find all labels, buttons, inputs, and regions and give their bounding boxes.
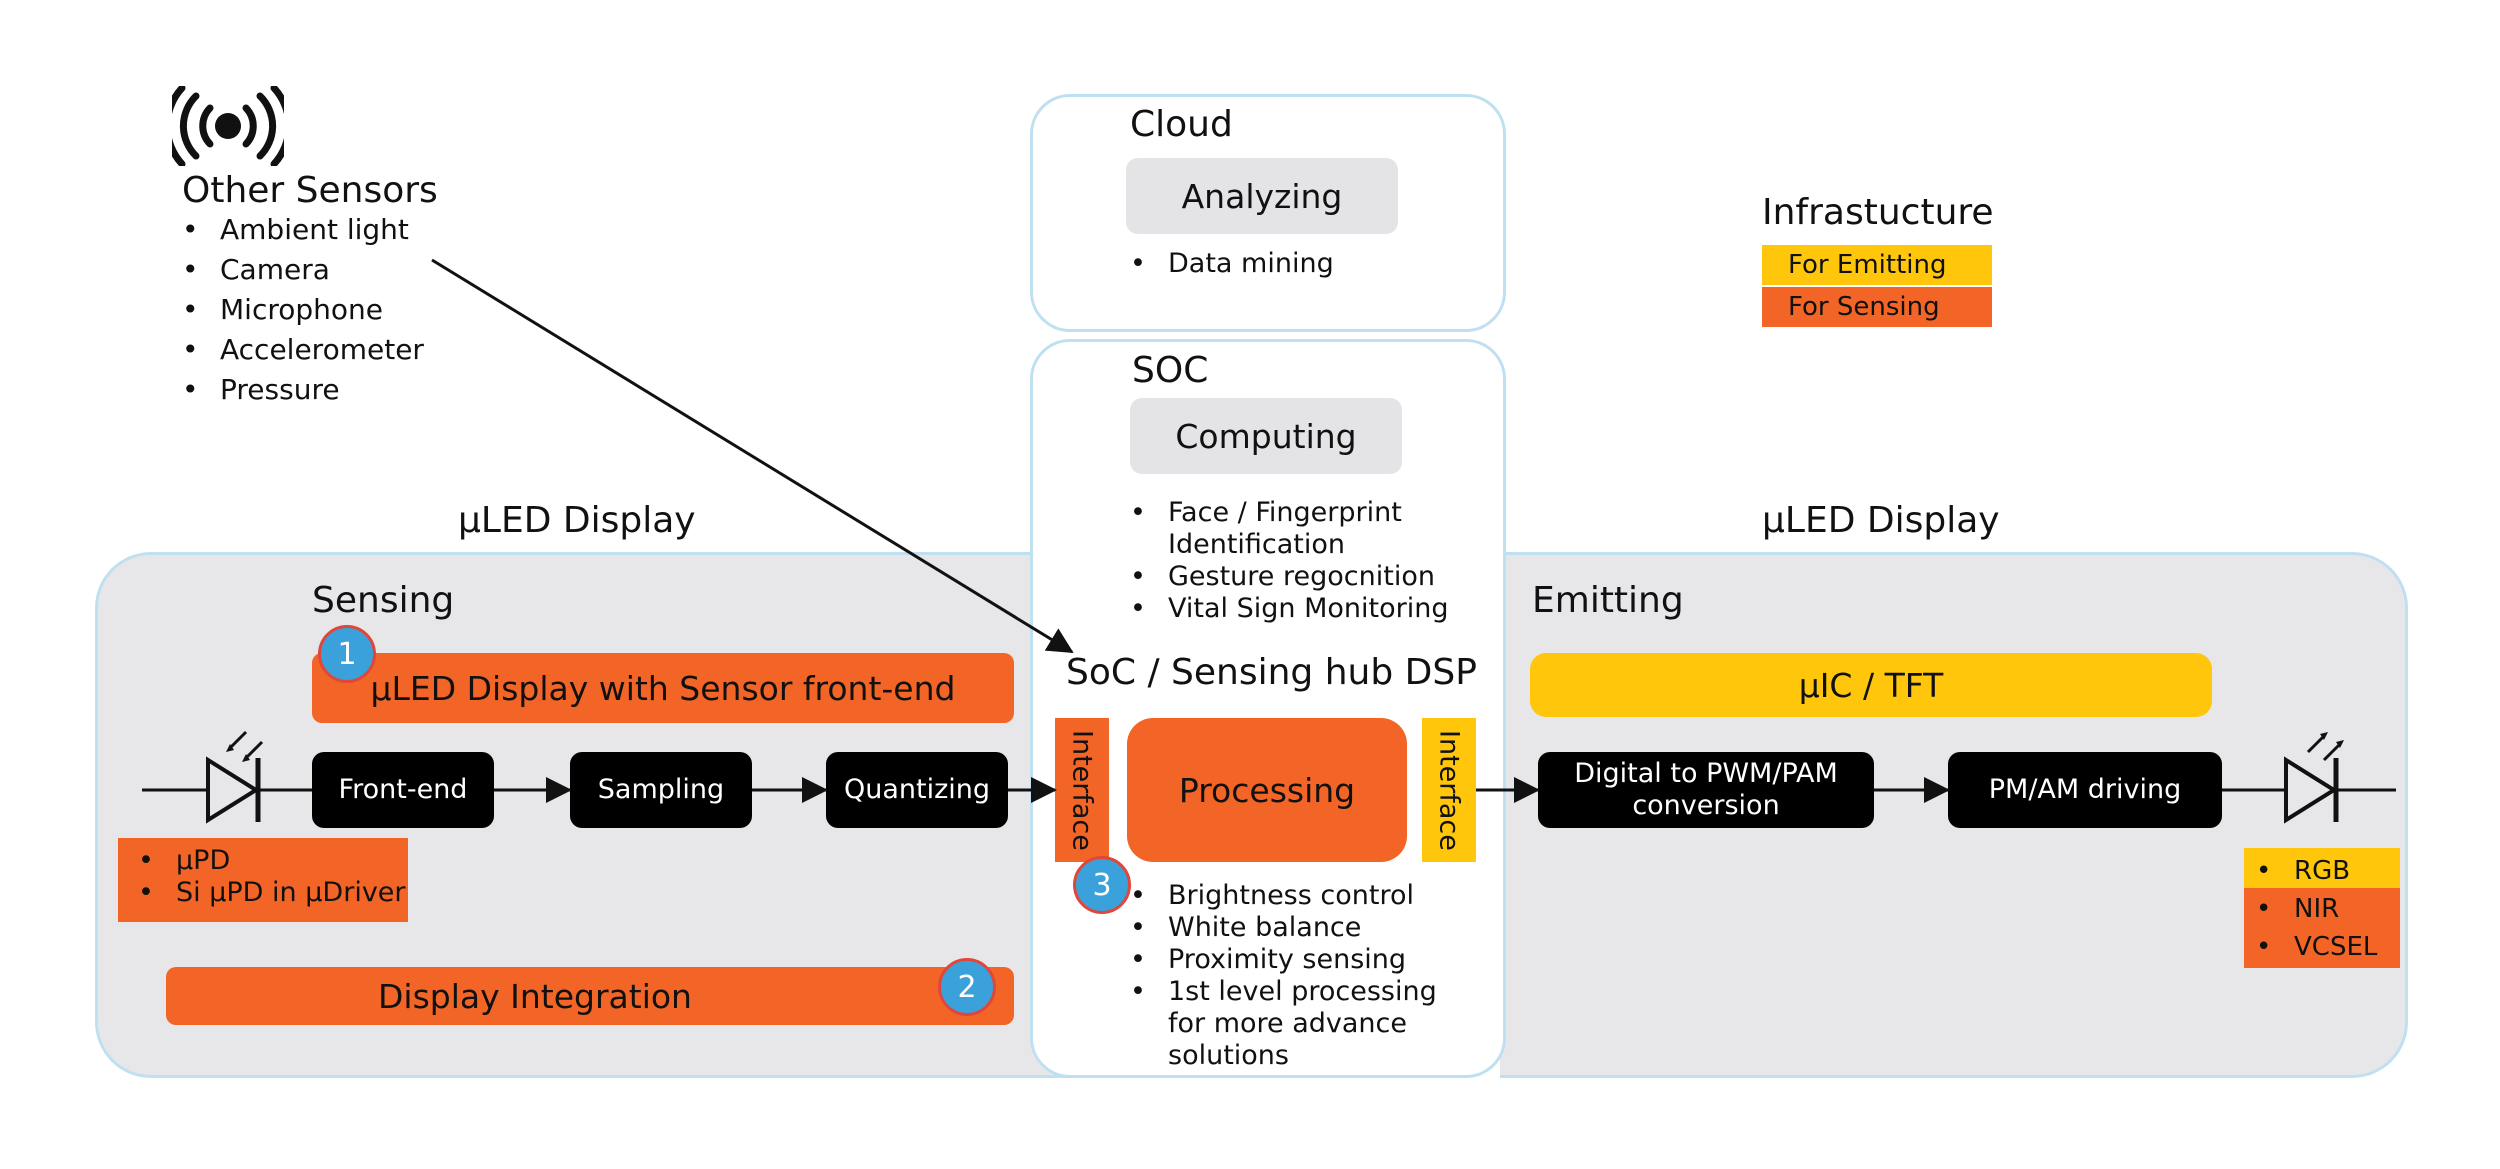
pd-list: µPD Si µPD in µDriver (138, 845, 406, 909)
left-display-title: µLED Display (458, 500, 696, 541)
photodiode-icon (196, 730, 276, 830)
processing-label: Processing (1178, 770, 1356, 810)
soc-item: Gesture regocnition (1130, 561, 1470, 593)
cloud-list: Data mining (1130, 248, 1334, 280)
sensor-front-end-bar: µLED Display with Sensor front-end (312, 653, 1014, 723)
interface-left-label: Interface (1066, 729, 1098, 851)
pd-item: Si µPD in µDriver (138, 877, 406, 909)
hub-item: Proximity sensing (1130, 944, 1460, 976)
sensing-title: Sensing (312, 580, 455, 621)
cloud-title: Cloud (1130, 104, 1233, 145)
emitter-item: RGB (2256, 852, 2377, 890)
legend-sensing-label: For Sensing (1788, 292, 1940, 322)
interface-left: Interface (1055, 718, 1109, 862)
pm-am-driving-block: PM/AM driving (1948, 752, 2222, 828)
analyzing-box: Analyzing (1126, 158, 1398, 234)
hub-list: Brightness control White balance Proximi… (1130, 880, 1460, 1072)
pwm-pam-conversion-block: Digital to PWM/PAM conversion (1538, 752, 1874, 828)
soc-list: Face / Fingerprint Identification Gestur… (1130, 497, 1470, 625)
badge-3: 3 (1073, 856, 1131, 914)
other-sensor-item: Camera (182, 250, 424, 290)
other-sensors-title: Other Sensors (182, 170, 438, 211)
driver-bar: µIC / TFT (1530, 653, 2212, 717)
processing-box: Processing (1127, 718, 1407, 862)
other-sensor-item: Pressure (182, 370, 424, 410)
interface-right: Interface (1422, 718, 1476, 862)
emitter-item: VCSEL (2256, 928, 2377, 966)
other-sensors-arrow (431, 258, 1074, 654)
other-sensor-item: Ambient light (182, 210, 424, 250)
soc-item: Vital Sign Monitoring (1130, 593, 1470, 625)
legend-emitting-label: For Emitting (1788, 250, 1947, 280)
quantizing-block: Quantizing (826, 752, 1008, 828)
sampling-block: Sampling (570, 752, 752, 828)
legend-title: Infrastucture (1762, 192, 1994, 233)
right-display-title: µLED Display (1762, 500, 2000, 541)
cloud-item: Data mining (1130, 248, 1334, 280)
soc-title: SOC (1132, 350, 1209, 391)
pd-item: µPD (138, 845, 406, 877)
emitting-title: Emitting (1532, 580, 1684, 621)
other-sensors-list: Ambient light Camera Microphone Accelero… (182, 210, 424, 410)
badge-2: 2 (938, 958, 996, 1016)
other-sensor-item: Microphone (182, 290, 424, 330)
soc-item: Face / Fingerprint Identification (1130, 497, 1428, 561)
computing-box: Computing (1130, 398, 1402, 474)
front-end-block: Front-end (312, 752, 494, 828)
hub-title: SoC / Sensing hub DSP (1066, 652, 1477, 693)
legend-emitting: For Emitting (1762, 245, 1992, 285)
emitter-list: RGB NIR VCSEL (2256, 852, 2377, 966)
other-sensor-item: Accelerometer (182, 330, 424, 370)
badge-1: 1 (318, 625, 376, 683)
legend-sensing: For Sensing (1762, 287, 1992, 327)
hub-item: Brightness control (1130, 880, 1460, 912)
display-integration-label: Display Integration (378, 976, 692, 1016)
hub-item: 1st level processing for more advance so… (1130, 976, 1438, 1072)
display-integration-bar: Display Integration (166, 967, 1014, 1025)
interface-right-label: Interface (1433, 729, 1465, 851)
emitter-item: NIR (2256, 890, 2377, 928)
hub-item: White balance (1130, 912, 1460, 944)
